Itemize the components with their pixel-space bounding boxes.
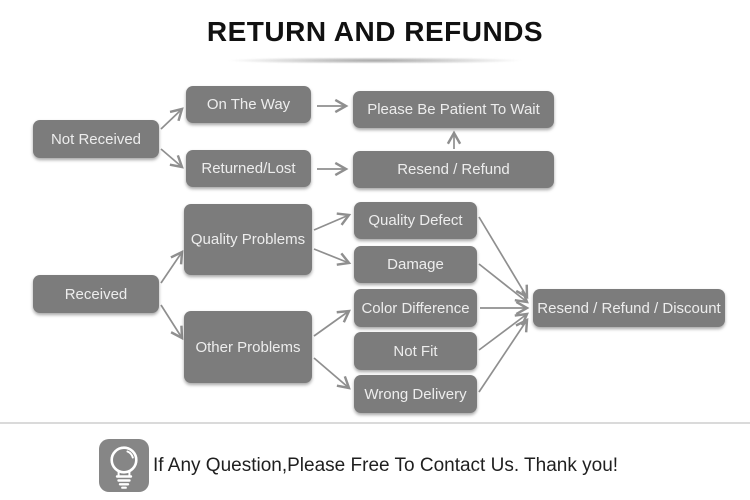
node-label: Received [64, 285, 128, 303]
node-label: Wrong Delivery [364, 385, 467, 403]
node-color-difference: Color Difference [354, 289, 477, 327]
node-received: Received [33, 275, 159, 313]
arrow-damage-to-discount [478, 263, 529, 304]
node-wrong-delivery: Wrong Delivery [354, 375, 477, 413]
node-other-problems: Other Problems [184, 311, 312, 383]
node-damage: Damage [354, 246, 477, 283]
arrow-other-problems-to-color-difference [313, 309, 352, 337]
footer-message: If Any Question,Please Free To Contact U… [153, 454, 619, 476]
node-label: Quality Defect [368, 212, 463, 229]
node-on-the-way: On The Way [186, 86, 311, 123]
arrow-quality-problems-to-damage [313, 248, 352, 266]
node-resend-refund: Resend / Refund [353, 151, 554, 188]
title-underline [170, 58, 580, 63]
node-label: Resend / Refund / Discount [537, 299, 721, 317]
arrow-not-fit-to-discount [478, 312, 529, 351]
node-please-be-patient-to-wait: Please Be Patient To Wait [353, 91, 554, 128]
node-label: Returned/Lost [201, 160, 296, 177]
arrow-not-received-to-on-the-way [160, 107, 184, 130]
node-label: Not Fit [393, 342, 438, 360]
arrow-received-to-other-problems [160, 304, 184, 341]
node-label: Please Be Patient To Wait [367, 101, 540, 118]
arrow-received-to-quality-problems [160, 249, 184, 284]
lightbulb-icon [99, 439, 149, 492]
node-quality-problems: Quality Problems [184, 204, 312, 275]
node-not-fit: Not Fit [354, 332, 477, 370]
node-label: Other Problems [195, 338, 301, 356]
node-label: On The Way [206, 96, 291, 113]
node-label: Quality Problems [190, 231, 306, 248]
arrow-other-problems-to-wrong-delivery [313, 357, 351, 390]
footer-divider [0, 422, 750, 424]
node-label: Damage [387, 256, 444, 273]
node-returned-lost: Returned/Lost [186, 150, 311, 187]
page-title: RETURN AND REFUNDS [206, 16, 544, 47]
node-not-received: Not Received [33, 120, 159, 158]
arrow-not-received-to-returned-lost [160, 148, 184, 169]
node-label: Color Difference [361, 299, 470, 317]
node-label: Not Received [50, 130, 142, 148]
node-label: Resend / Refund [397, 161, 510, 178]
arrow-wrong-delivery-to-discount [478, 317, 529, 393]
node-quality-defect: Quality Defect [354, 202, 477, 239]
arrow-quality-defect-to-discount [478, 216, 529, 300]
node-resend-refund-discount: Resend / Refund / Discount [533, 289, 725, 327]
arrow-quality-problems-to-quality-defect [313, 212, 352, 231]
